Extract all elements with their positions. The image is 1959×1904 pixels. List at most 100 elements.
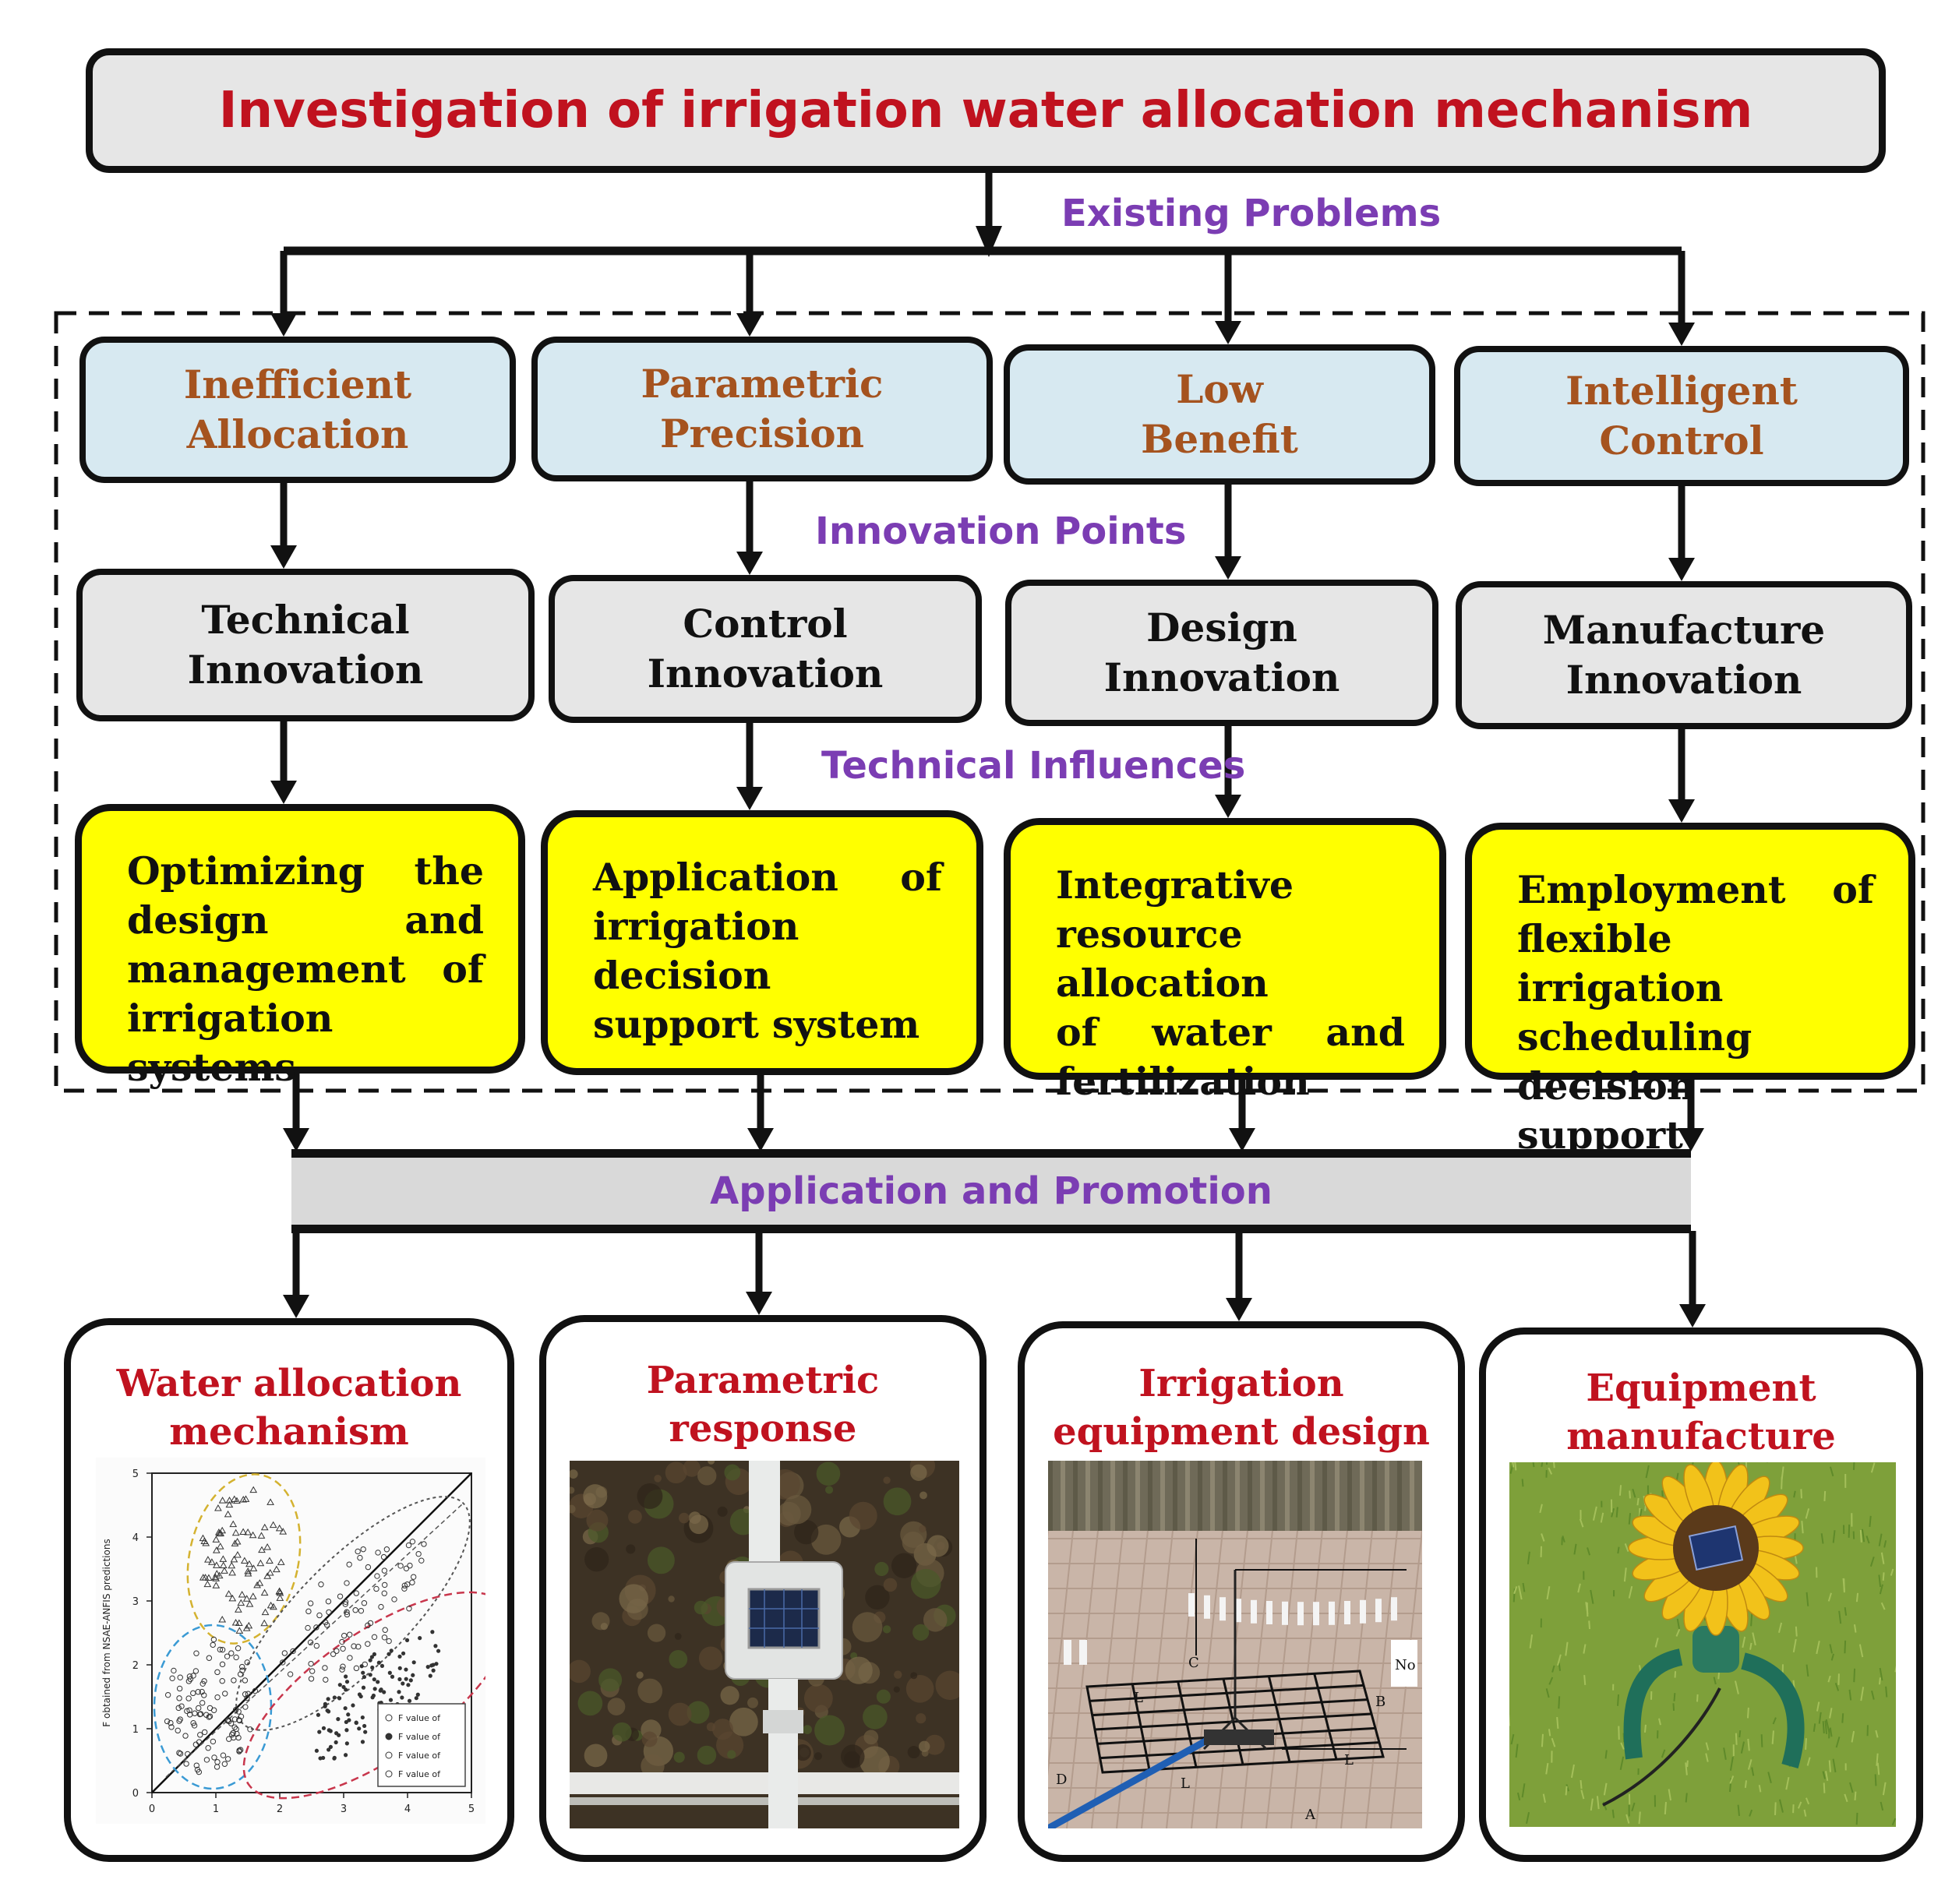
label-application-promotion: Application and Promotion [710,1169,1272,1213]
influence-flexible-scheduling: Employment of flexible irrigation schedu… [1465,823,1915,1158]
problem-line: Control [1599,418,1764,464]
equipment-photo-label: L [1181,1775,1190,1792]
influence-line: scheduling [1517,1014,1753,1060]
influence-line: Employment of [1517,867,1874,912]
solar-sensor-photo-icon [570,1461,959,1828]
influence-optimizing-design: Optimizing the design and management of … [75,804,525,1090]
problem-line: Intelligent [1565,368,1798,414]
app-title-line: mechanism [169,1410,409,1454]
influence-line: support system [593,1002,920,1047]
equipment-photo-label: A [1304,1807,1316,1823]
influence-line: management of [127,947,484,992]
innovation-line: Innovation [1565,657,1802,703]
arrow-to-innovation-head [1668,558,1695,581]
app-card-equipment-manufacture: Equipment manufacture [1479,1328,1923,1862]
scatter-x-tick: 3 [341,1804,347,1815]
equipment-photo-label: No [1395,1657,1416,1673]
scatter-ylabel: F obtained from NSAE-ANFIS predictions [101,1539,112,1726]
arrow-to-application-head [746,1292,772,1315]
arrow-to-influence-head [1215,795,1241,818]
sunflower-sprinkler-photo-icon [1509,1462,1896,1827]
arrow-to-promotion-head [1678,1128,1704,1151]
arrow-to-influence-head [1668,799,1695,823]
arrow-to-influence-head [736,787,763,810]
scatter-legend-entry: F value of [398,1713,441,1723]
arrow-to-promotion-head [283,1128,309,1151]
innovation-line: Technical [201,597,410,643]
problem-line: Allocation [186,411,409,457]
influence-line: decision support [1517,1063,1696,1158]
influence-line: Application of [593,855,942,900]
equipment-photo-label: B [1375,1694,1385,1710]
app-title-line: manufacture [1566,1415,1836,1458]
equipment-photo-label: L [1134,1690,1143,1706]
scatter-y-tick: 1 [132,1724,139,1736]
influence-line: irrigation decision [593,904,799,998]
arrow-to-innovation-head [736,552,763,575]
innovation-line: Control [683,601,848,647]
influence-line: of water and [1056,1010,1405,1055]
influence-line: Integrative [1056,862,1294,908]
scatter-x-tick: 4 [404,1804,411,1815]
scatter-y-tick: 5 [132,1469,139,1480]
scatter-y-tick: 0 [132,1788,139,1800]
arrow-to-application-head [283,1295,309,1318]
equipment-photo-label: D [1056,1772,1067,1788]
arrow-to-innovation-head [1215,556,1241,580]
scatter-x-tick: 0 [149,1804,155,1815]
arrow-to-problem-head [736,313,763,337]
arrow-to-promotion-head [747,1128,774,1151]
app-title-parametric-response: Parametric response [546,1356,980,1453]
influence-line: Optimizing the [127,848,484,894]
app-card-parametric-response: Parametric response [539,1315,987,1862]
influence-water-fertilization: Integrative resource allocation of water… [1004,818,1446,1104]
scatter-legend-entry: F value of [398,1751,441,1761]
arrow-to-application-head [1679,1304,1706,1328]
app-title-line: Equipment [1586,1366,1816,1410]
app-title-line: Water allocation [116,1362,462,1405]
app-title-line: equipment design [1053,1410,1430,1454]
arrow-to-problem-head [270,313,297,337]
sprinkler-grid-photo-icon: C L B D L L A No [1048,1461,1422,1828]
app-title-line: Parametric [646,1359,880,1402]
innovation-line: Innovation [1103,654,1340,700]
dashed-frame [54,311,1925,1093]
app-title-line: response [669,1407,857,1451]
influence-decision-support: Application of irrigation decision suppo… [541,810,983,1075]
influence-line: flexible irrigation [1517,916,1724,1010]
arrow-to-promotion-head [1229,1128,1255,1151]
equipment-photo-label: C [1188,1655,1199,1671]
innovation-line: Manufacture [1542,607,1826,653]
app-title-line: Irrigation [1138,1362,1344,1405]
app-title-equipment-design: Irrigation equipment design [1025,1359,1458,1456]
influence-line: design and [127,897,484,943]
application-promotion-bar: Application and Promotion [291,1149,1691,1233]
label-innovation-points: Innovation Points [815,509,1187,553]
influence-line: fertilization [1056,1059,1310,1104]
innovation-line: Design [1146,605,1297,651]
problem-line: Benefit [1141,416,1298,462]
main-title: Investigation of irrigation water alloca… [86,48,1886,173]
innovation-line: Innovation [647,651,884,696]
scatter-x-tick: 1 [213,1804,219,1815]
label-existing-problems: Existing Problems [1061,192,1442,235]
scatter-legend-entry: F value of [398,1769,441,1779]
influence-line: resource allocation [1056,911,1269,1006]
innovation-line: Innovation [187,647,424,693]
arrow-to-application-head [1226,1298,1252,1321]
problem-line: Precision [659,411,865,457]
scatter-x-tick: 5 [468,1804,475,1815]
influence-line: irrigation systems [127,996,334,1090]
equipment-photo-label: L [1344,1752,1354,1768]
app-title-water-allocation: Water allocation mechanism [71,1359,507,1456]
